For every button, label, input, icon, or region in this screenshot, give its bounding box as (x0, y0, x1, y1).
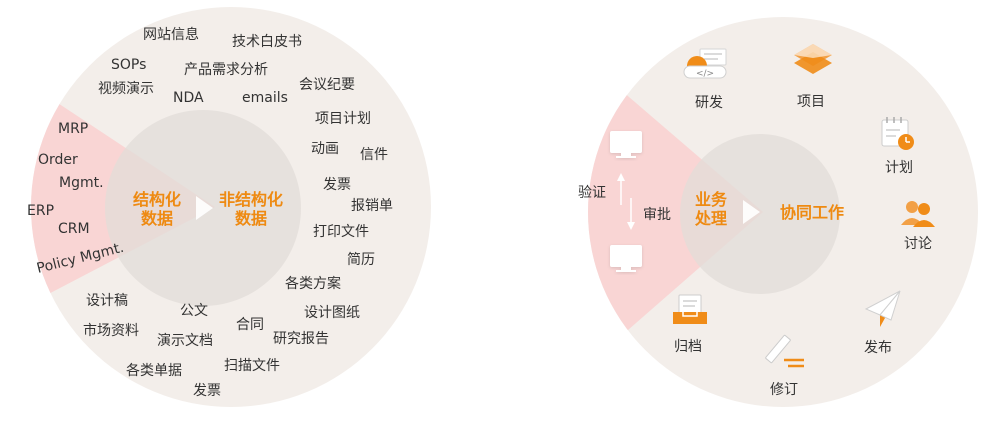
right-pointer-arrow (743, 200, 760, 224)
unstructured-item: 打印文件 (313, 223, 369, 240)
unstructured-item: 各类方案 (285, 275, 341, 292)
unstructured-item: 发票 (193, 383, 221, 399)
structured-item: Mgmt. (59, 175, 104, 191)
structured-item: Order (38, 152, 78, 168)
svg-text:</>: </> (696, 69, 714, 79)
unstructured-item: 简历 (347, 251, 375, 268)
unstructured-item: SOPs (111, 57, 146, 73)
item-label: 发布 (864, 340, 892, 356)
unstructured-item: 视频演示 (98, 81, 154, 97)
unstructured-item: 扫描文件 (224, 358, 280, 374)
people-icon (901, 201, 935, 227)
approve-step-label: 审批 (643, 207, 671, 223)
unstructured-item: 产品需求分析 (184, 62, 268, 78)
unstructured-item: 演示文档 (157, 333, 213, 349)
unstructured-item: 研究报告 (273, 331, 329, 347)
layers-icon (794, 44, 832, 74)
right-inner-core (680, 134, 840, 294)
unstructured-item: 信件 (360, 147, 388, 163)
unstructured-item: 市场资料 (83, 322, 139, 339)
up-arrow-icon (617, 173, 625, 205)
unstructured-item: 动画 (311, 141, 339, 157)
collab-label: 协同工作 (780, 203, 844, 222)
unstructured-item: 各类单据 (126, 363, 182, 379)
unstructured-item: 项目计划 (315, 111, 371, 127)
item-label: 研发 (695, 95, 723, 111)
structured-label-line2: 数据 (141, 209, 173, 228)
unstructured-item: 会议纪要 (299, 77, 355, 93)
unstructured-item: 合同 (236, 317, 264, 333)
item-label: 归档 (674, 338, 702, 355)
item-label: 计划 (885, 160, 913, 176)
item-label: 修订 (770, 382, 798, 398)
unstructured-item: NDA (173, 90, 204, 106)
monitor-icon (610, 131, 642, 158)
unstructured-label-line2: 数据 (235, 209, 267, 228)
unstructured-item: 发票 (323, 177, 351, 193)
item-label: 项目 (797, 94, 825, 110)
structured-item: CRM (58, 221, 90, 237)
unstructured-label-line1: 非结构化 (219, 190, 283, 209)
paper-plane-icon (864, 290, 901, 327)
verify-step-label: 验证 (578, 185, 606, 201)
unstructured-item: emails (242, 90, 288, 106)
right-diagram: 业务 处理 协同工作 验证 审批 (578, 17, 978, 407)
calendar-clock-icon (881, 117, 914, 150)
unstructured-item: 网站信息 (143, 26, 199, 43)
process-label-line2: 处理 (694, 209, 727, 228)
archive-tray-icon (673, 294, 707, 324)
left-diagram: 结构化 数据 非结构化 数据 MRP Order Mgmt. ERP CRM P… (27, 7, 431, 407)
pen-icon (765, 334, 804, 368)
left-pointer-arrow (196, 196, 213, 220)
unstructured-item: 技术白皮书 (232, 34, 302, 50)
unstructured-item: 设计图纸 (304, 305, 360, 321)
monitor-icon (610, 245, 642, 272)
code-cloud-icon: </> (683, 48, 727, 79)
structured-label-line1: 结构化 (132, 190, 181, 209)
down-arrow-icon (627, 198, 635, 230)
unstructured-item: 设计稿 (86, 293, 128, 309)
item-label: 讨论 (904, 236, 932, 252)
process-label-line1: 业务 (695, 190, 728, 209)
structured-item: ERP (27, 203, 54, 219)
unstructured-item: 公文 (180, 303, 208, 319)
unstructured-item: 报销单 (351, 198, 393, 214)
structured-item: MRP (58, 121, 88, 137)
